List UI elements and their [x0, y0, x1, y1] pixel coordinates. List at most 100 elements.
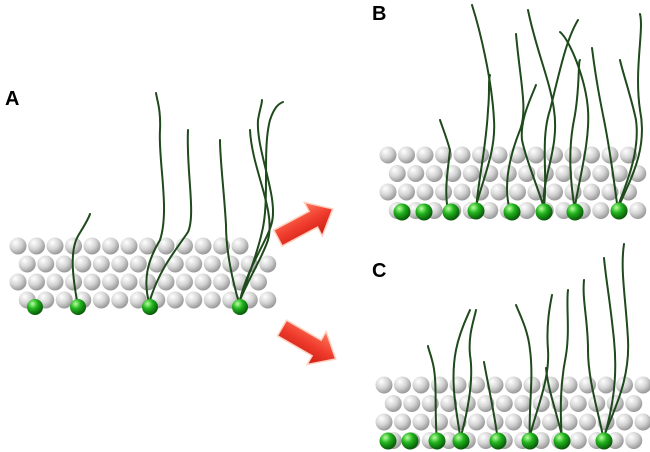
background-bead — [157, 237, 175, 255]
background-bead — [573, 165, 591, 182]
background-bead — [532, 395, 550, 412]
panel-label-b: B — [372, 3, 386, 25]
background-bead — [542, 413, 559, 431]
anchor-bead — [393, 203, 411, 221]
background-bead — [394, 376, 411, 394]
background-bead — [83, 237, 101, 255]
background-bead — [139, 273, 156, 291]
background-bead — [259, 255, 277, 273]
background-bead — [569, 432, 587, 449]
background-bead — [486, 376, 504, 394]
background-bead — [384, 395, 402, 412]
background-bead — [176, 273, 193, 291]
background-bead — [213, 273, 230, 291]
bead-bed-a — [9, 237, 277, 309]
background-bead — [588, 395, 606, 412]
background-bead — [472, 146, 489, 164]
background-bead — [83, 273, 101, 291]
background-bead — [259, 291, 277, 309]
background-bead — [592, 165, 610, 182]
polymer-chain — [617, 13, 643, 209]
polymer-chain — [617, 59, 638, 207]
background-bead — [407, 165, 425, 182]
polymer-chain — [460, 309, 477, 437]
anchor-bead — [553, 432, 571, 450]
background-bead — [9, 273, 27, 291]
anchor-bead — [489, 432, 507, 450]
panel-label-a: A — [5, 88, 19, 110]
background-bead — [416, 146, 434, 164]
background-bead — [505, 376, 522, 394]
background-bead — [569, 395, 587, 412]
background-bead — [610, 165, 628, 182]
background-bead — [55, 255, 73, 273]
polymer-chain — [145, 92, 166, 307]
background-bead — [28, 273, 45, 291]
background-bead — [634, 376, 650, 394]
background-bead — [481, 202, 499, 219]
background-bead — [194, 237, 212, 255]
background-bead — [477, 432, 495, 449]
background-bead — [629, 202, 647, 219]
background-bead — [74, 255, 92, 273]
background-bead — [616, 376, 633, 394]
background-bead — [425, 165, 443, 182]
background-bead — [564, 146, 582, 164]
polymer-chain — [520, 84, 545, 209]
background-bead — [583, 146, 600, 164]
background-bead — [9, 237, 27, 255]
polymer-chain — [239, 99, 274, 301]
background-bead — [398, 146, 415, 164]
polymer-chain — [559, 289, 569, 442]
background-bead — [102, 273, 119, 291]
arrow-right-up-icon — [272, 201, 334, 247]
background-bead — [185, 291, 203, 309]
background-bead — [46, 237, 64, 255]
anchor-bead — [70, 299, 86, 315]
background-bead — [129, 255, 147, 273]
polymer-chain — [219, 139, 241, 307]
polymer-chain — [529, 294, 553, 437]
anchor-bead — [595, 432, 613, 450]
polymer-chain — [515, 304, 533, 442]
background-bead — [490, 183, 508, 201]
polymer-chain — [603, 257, 617, 439]
background-bead — [625, 395, 643, 412]
polymer-chain — [559, 31, 590, 207]
background-bead — [583, 183, 600, 201]
anchor-bead — [467, 202, 485, 220]
anchor-bead — [610, 202, 628, 220]
background-bead — [435, 183, 452, 201]
background-bead — [527, 146, 545, 164]
background-bead — [560, 376, 578, 394]
background-bead — [250, 273, 267, 291]
polymer-chain — [149, 129, 193, 301]
background-bead — [560, 413, 578, 431]
background-bead — [481, 165, 499, 182]
background-bead — [18, 255, 36, 273]
background-bead — [203, 255, 221, 273]
background-bead — [139, 237, 156, 255]
background-bead — [523, 413, 541, 431]
background-bead — [157, 273, 175, 291]
anchor-bead — [27, 299, 43, 315]
background-bead — [120, 237, 138, 255]
anchor-bead — [521, 432, 539, 450]
background-bead — [616, 413, 633, 431]
background-bead — [185, 255, 203, 273]
background-bead — [111, 291, 129, 309]
polymer-chain — [545, 367, 563, 437]
polymer-chain — [427, 345, 438, 442]
anchors-a — [27, 299, 248, 315]
background-bead — [194, 273, 212, 291]
polymer-chain — [452, 309, 471, 442]
polymer-chain — [71, 213, 91, 307]
background-bead — [449, 376, 467, 394]
background-bead — [440, 395, 458, 412]
background-bead — [579, 413, 596, 431]
background-bead — [555, 165, 573, 182]
background-bead — [435, 146, 452, 164]
background-bead — [453, 183, 471, 201]
background-bead — [453, 146, 471, 164]
